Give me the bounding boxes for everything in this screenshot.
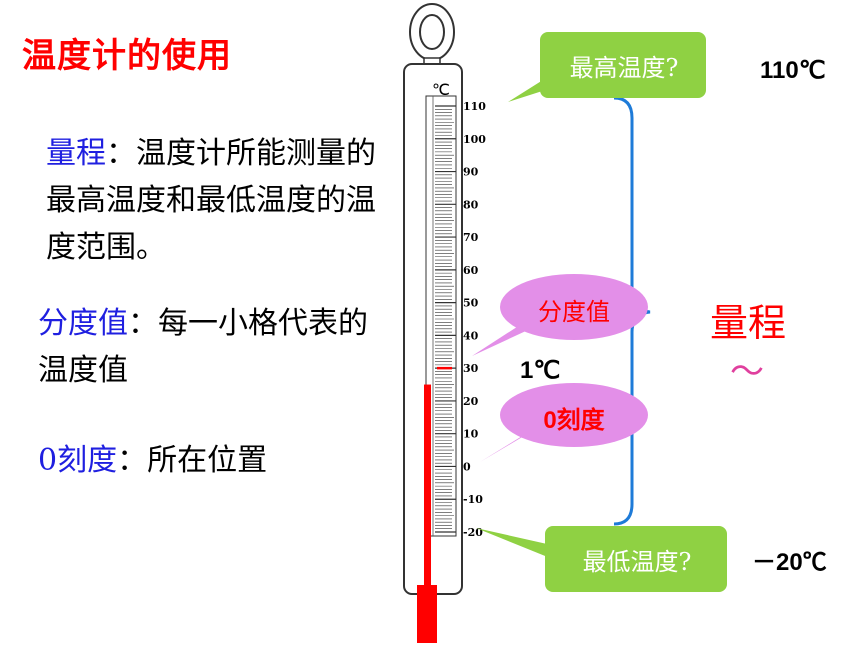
division-term: 分度值 [38, 306, 128, 341]
max-value: 110℃ [760, 57, 826, 84]
division-callout [472, 274, 648, 356]
scale-label: 10 [463, 428, 479, 441]
bulb [417, 585, 437, 643]
division-definition: 分度值：每一小格代表的温度值 [38, 300, 388, 394]
scale-label: 30 [463, 362, 479, 375]
scale-label: 110 [463, 100, 486, 113]
division-text: ：每一小格代表的温度值 [38, 306, 368, 388]
division-text: 分度值 [538, 298, 610, 326]
zero-term: 0刻度 [38, 443, 118, 478]
scale-ticks [435, 105, 456, 533]
zero-text: ：所在位置 [117, 443, 268, 478]
scale-label: 40 [463, 329, 479, 342]
min-temp-text: 最低温度? [582, 548, 692, 576]
range-text: ：温度计所能测量的最高温度和最低温度的温度范围。 [46, 136, 376, 265]
min-temp-callout [476, 526, 727, 592]
min-value: －20℃ [752, 549, 827, 576]
zero-definition: 0刻度：所在位置 [38, 437, 388, 484]
thermometer-ring [409, 3, 455, 65]
liquid-column [424, 384, 431, 590]
division-value: 1℃ [520, 357, 561, 384]
scale-label: 50 [463, 297, 479, 310]
range-term: 量程 [46, 136, 106, 171]
slide-title: 温度计的使用 [22, 36, 232, 76]
scale-label: 70 [463, 231, 479, 244]
scale-label: 80 [463, 198, 479, 211]
scale-label: 90 [463, 166, 479, 179]
scale-label: 60 [463, 264, 479, 277]
tilde-mark: ～ [730, 352, 764, 392]
zero-callout-label: 0刻度 [543, 407, 605, 434]
scale-label: -20 [463, 526, 483, 539]
zero-callout [480, 383, 648, 462]
range-label: 量程 [710, 301, 787, 345]
max-temp-callout [508, 32, 706, 102]
scale-label: -10 [463, 493, 483, 506]
scale-label: 20 [463, 395, 479, 408]
zero-callout-text: 0刻度 [510, 400, 638, 435]
scale-label: 100 [463, 133, 486, 146]
range-brace [613, 96, 651, 526]
unit-label: ℃ [432, 82, 450, 99]
max-temp-text: 最高温度? [569, 54, 679, 82]
range-definition: 量程：温度计所能测量的最高温度和最低温度的温度范围。 [46, 130, 396, 271]
scale-label: 0 [463, 460, 471, 473]
